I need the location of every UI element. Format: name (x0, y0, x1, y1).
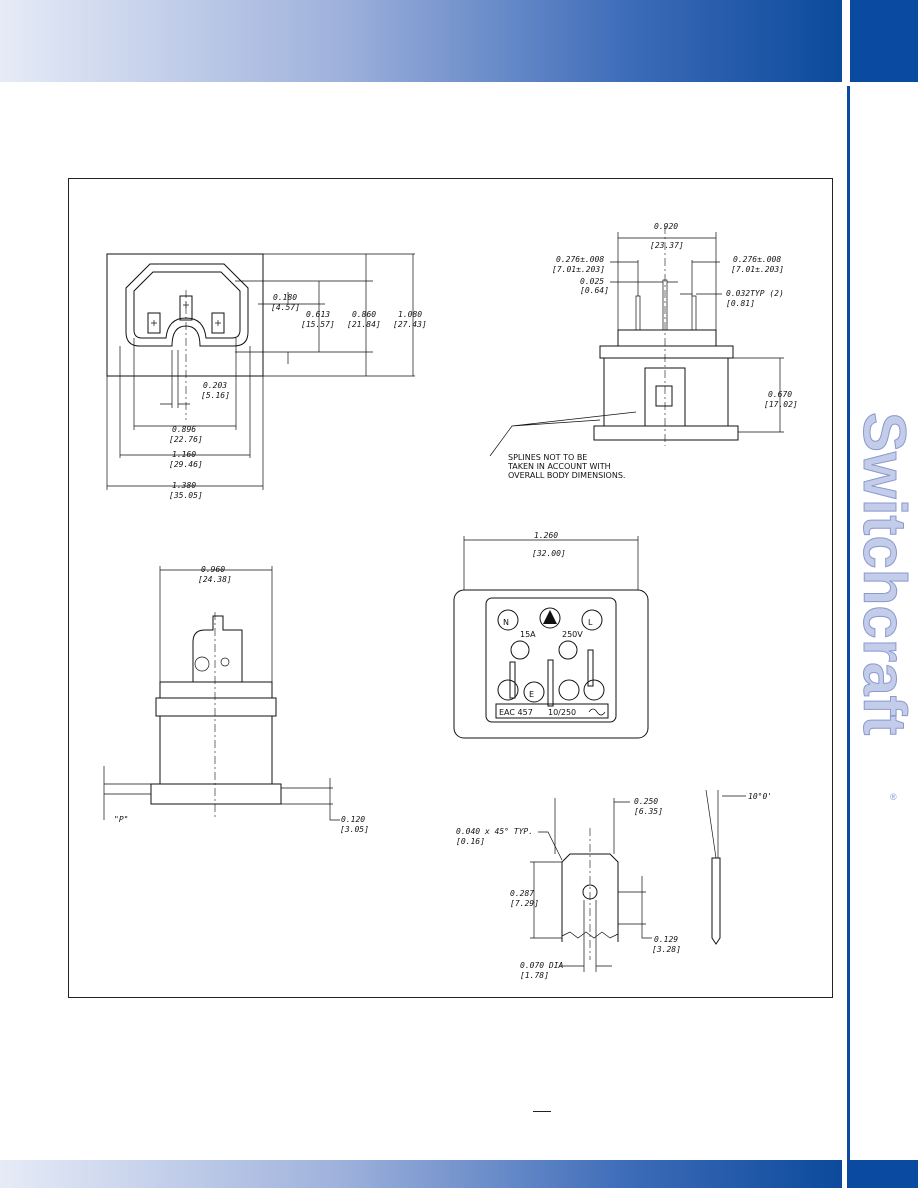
bsv-cap (159, 681, 273, 699)
note-splines-2: TAKEN IN ACCOUNT WITH (507, 462, 611, 471)
dim-0860-mm: [21.84] (347, 320, 381, 329)
page-mark (533, 1111, 551, 1112)
rear-volts: 250V (562, 630, 583, 639)
dim-0276-left-mm: [7.01±.203] (552, 265, 605, 274)
dim-0613: 0.613 (306, 310, 330, 319)
dim-1380: 1.380 (172, 481, 196, 490)
footer-tab (850, 1160, 918, 1188)
side-base (593, 425, 739, 441)
brand-registered: ® (890, 792, 897, 802)
drawing-frame (68, 178, 833, 998)
header-band (0, 0, 842, 82)
side-view: 0.920 [23.37] 0.276±.008 [7.01±.203] 0.2… (489, 222, 798, 480)
dim-0250: 0.250 (634, 797, 658, 806)
rear-amps: 15A (520, 630, 536, 639)
header-tab (850, 0, 918, 82)
dim-1380-mm: [35.05] (169, 491, 203, 500)
rear-mark-n: N (503, 618, 509, 627)
bsv-body (159, 715, 273, 785)
rear-outline (453, 589, 649, 739)
dim-0860: 0.860 (352, 310, 376, 319)
terminal-edge-view (711, 857, 721, 945)
dim-0896: 0.896 (172, 425, 196, 434)
rear-rating: 10/250 (548, 708, 576, 717)
bsv-flange (155, 697, 277, 717)
dim-0276-left: 0.276±.008 (556, 255, 604, 264)
rear-mark-e: E (529, 690, 534, 699)
brand-wordmark: Switchcraft (851, 412, 918, 735)
dim-0040-mm: [0.16] (456, 837, 485, 846)
dim-1160: 1.160 (172, 450, 196, 459)
dim-0120: 0.120 (341, 815, 365, 824)
dim-0276-right: 0.276±.008 (733, 255, 781, 264)
dim-0032-mm: [0.81] (726, 299, 755, 308)
dim-0287: 0.287 (510, 889, 534, 898)
terminal-detail: 0.250 [6.35] 0.040 x 45° TYP. [0.16] 0.2… (456, 789, 772, 980)
dim-0670: 0.670 (768, 390, 792, 399)
rear-mark-l: L (588, 618, 593, 627)
dim-0670-mm: [17.02] (764, 400, 798, 409)
dim-0180: 0.180 (273, 293, 297, 302)
dim-0276-right-mm: [7.01±.203] (731, 265, 784, 274)
dim-1260: 1.260 (534, 531, 558, 540)
rear-slot-right (587, 649, 594, 687)
dim-0203: 0.203 (203, 381, 227, 390)
dim-angle: 10°0' (748, 792, 772, 801)
dim-0070: 0.070 DIA (520, 961, 564, 970)
dim-0287-mm: [7.29] (510, 899, 539, 908)
dim-0120-mm: [3.05] (340, 825, 369, 834)
front-pin-right (211, 312, 225, 334)
rear-panel (485, 597, 617, 723)
front-outline (106, 253, 264, 377)
dim-1080-mm: [27.43] (393, 320, 427, 329)
front-pin-left (147, 312, 161, 334)
rear-label-box (495, 703, 609, 719)
dim-0250-mm: [6.35] (634, 807, 663, 816)
dim-0070-mm: [1.78] (520, 971, 549, 980)
dim-0040: 0.040 x 45° TYP. (456, 827, 533, 836)
dim-1160-mm: [29.46] (169, 460, 203, 469)
dim-0613-mm: [15.57] (301, 320, 335, 329)
note-splines-1: SPLINES NOT TO BE (508, 453, 587, 462)
dim-1260-mm: [32.00] (532, 549, 566, 558)
dim-0203-mm: [5.16] (201, 391, 230, 400)
label-p: "P" (114, 815, 128, 824)
footer-band (0, 1160, 842, 1188)
rear-slot-earth (547, 659, 554, 707)
bsv-terminal (192, 615, 243, 682)
terminal-body (561, 853, 619, 942)
dim-0920: 0.920 (654, 222, 678, 231)
side-flange (599, 345, 734, 359)
rear-eac: EAC 457 (499, 708, 533, 717)
dim-0129: 0.129 (654, 935, 678, 944)
brand-logo: Switchcraft ® (851, 412, 918, 803)
dim-0025-mm: [0.64] (580, 286, 609, 295)
side-top-cap (617, 329, 717, 347)
dim-0920-mm: [23.37] (650, 241, 684, 250)
front-view: 0.180 [4.57] 0.613 [15.57] 0.860 [21.84]… (106, 253, 427, 500)
dim-0960: 0.960 (201, 565, 225, 574)
dim-0896-mm: [22.76] (169, 435, 203, 444)
dim-0180-mm: [4.57] (271, 303, 300, 312)
dim-0025: 0.025 (580, 277, 604, 286)
dim-0032: 0.032TYP (2) (726, 289, 784, 298)
note-splines-3: OVERALL BODY DIMENSIONS. (508, 471, 625, 480)
bsv-base (150, 783, 282, 805)
bottom-side-view: 0.960 [24.38] "P" 0.120 [3.05] (103, 565, 369, 834)
side-inner-contact (655, 385, 673, 407)
dim-0129-mm: [3.28] (652, 945, 681, 954)
side-rule (847, 86, 850, 1188)
dim-1080: 1.080 (398, 310, 422, 319)
dim-0960-mm: [24.38] (198, 575, 232, 584)
rear-view: 1.260 [32.00] N L 15A 250V E EAC 457 10/… (453, 531, 649, 739)
